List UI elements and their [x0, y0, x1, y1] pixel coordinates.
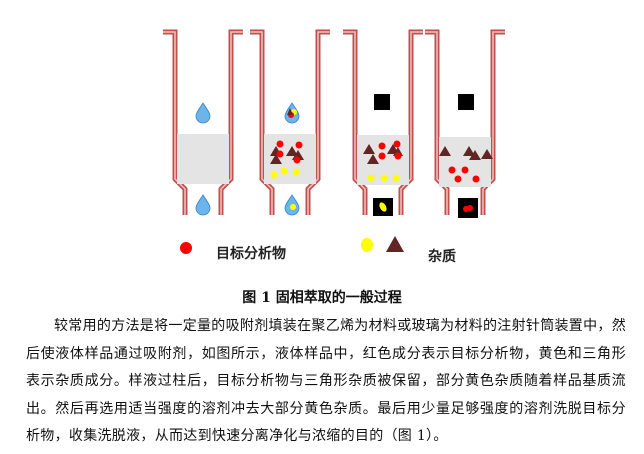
sorbent-bed	[177, 134, 229, 184]
solvent-drop-icon	[195, 194, 211, 216]
solvent-drop-icon	[195, 102, 211, 124]
legend-yellow-impurity-icon	[361, 238, 373, 252]
spe-process-diagram	[0, 0, 644, 254]
paragraph: 较常用的方法是将一定量的吸附剂填装在聚乙烯为材料或玻璃为材料的注射针筒装置中，然…	[26, 318, 626, 444]
legend-target-icon	[180, 242, 192, 254]
legend-impurity-label: 杂质	[428, 249, 456, 265]
column-4-elution	[425, 32, 505, 218]
legend-target-label: 目标分析物	[216, 246, 286, 262]
retained-analytes	[270, 140, 304, 179]
column-2-sample-loading	[250, 32, 330, 215]
body-text: 较常用的方法是将一定量的吸附剂填装在聚乙烯为材料或玻璃为材料的注射针筒装置中，然…	[26, 313, 626, 451]
wash-solvent-icon	[374, 94, 390, 110]
elution-solvent-icon	[458, 94, 474, 110]
column-3-washing	[343, 32, 423, 216]
legend-triangle-impurity-icon	[386, 236, 404, 252]
sorbent-bed	[439, 137, 491, 187]
figure-caption: 图 1 固相萃取的一般过程	[242, 290, 402, 306]
column-1-conditioning	[163, 32, 243, 215]
